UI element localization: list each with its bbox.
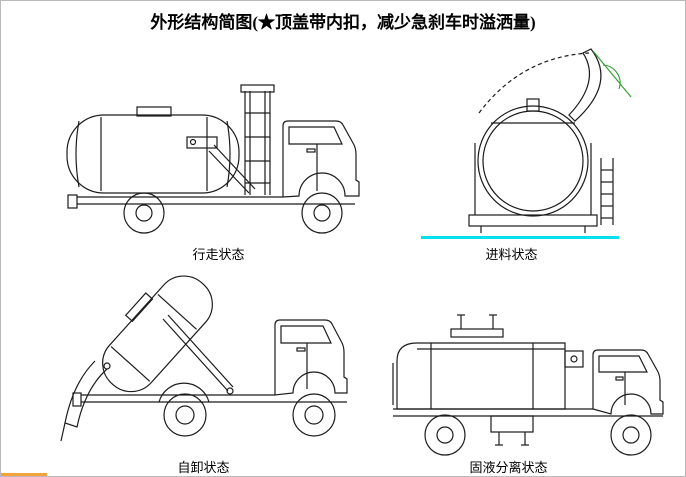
bottom-accent-strip [1, 473, 47, 476]
discharge-flap [60, 360, 111, 442]
truck-cab [282, 120, 360, 198]
truck-cab [274, 319, 348, 396]
tank-body [392, 342, 584, 410]
chassis [67, 194, 355, 209]
caption-feeding: 进料状态 [485, 247, 538, 262]
tank-rear [477, 98, 589, 217]
truck-cab [592, 349, 664, 415]
caption-traveling: 行走状态 [192, 247, 245, 262]
feeding-state-diagram [441, 43, 653, 235]
tank-body [66, 106, 240, 194]
cyan-divider [421, 236, 619, 239]
rear-frame [468, 143, 598, 233]
top-lifter [450, 314, 504, 338]
traveling-state-diagram [59, 79, 371, 243]
angle-annotation [592, 50, 632, 98]
dumping-state-diagram [23, 263, 371, 459]
chassis [393, 408, 663, 446]
wheels [163, 393, 336, 437]
tilted-tank [102, 275, 213, 393]
chassis [72, 382, 347, 407]
wheels [123, 192, 343, 234]
rear-ladder [600, 158, 614, 225]
lift-arm [186, 136, 256, 194]
page-title: 外形结构简图(★顶盖带内扣，减少急刹车时溢洒量) [150, 13, 536, 32]
open-lid [478, 48, 602, 122]
caption-dumping: 自卸状态 [177, 460, 230, 475]
caption-separation: 固液分离状态 [469, 460, 548, 475]
wheels [424, 414, 652, 456]
hydraulic-cylinder [162, 314, 234, 395]
separation-state-diagram [373, 297, 673, 459]
